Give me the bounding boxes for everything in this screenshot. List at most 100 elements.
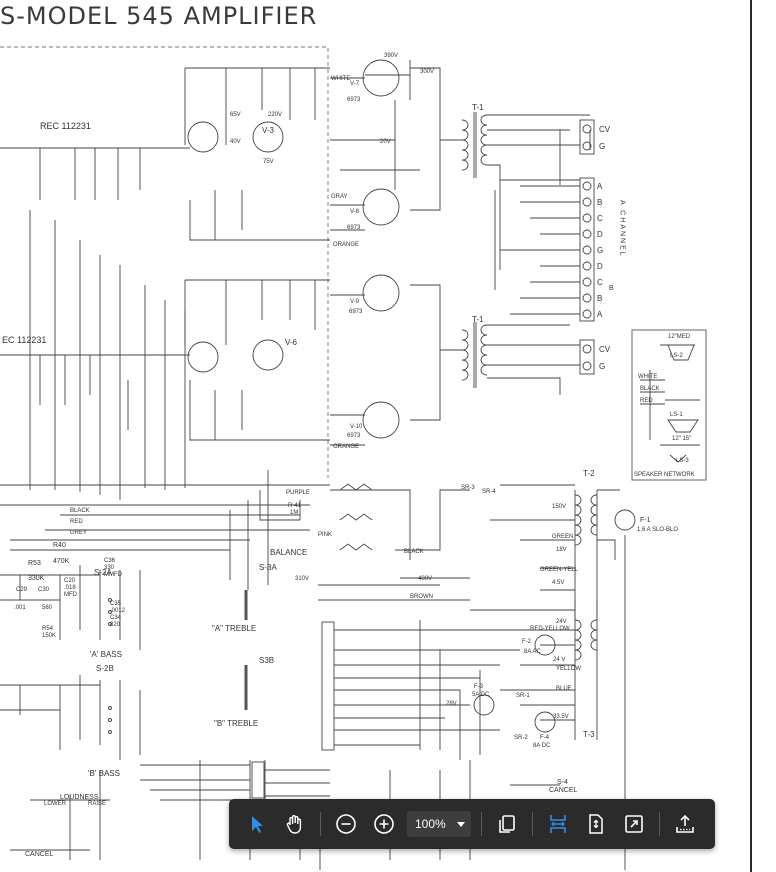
- transformer-t3: T-3: [583, 730, 595, 739]
- channel-a-label: A CHANNEL: [619, 200, 626, 258]
- bass-150k-a: 150K: [42, 633, 56, 639]
- tube-type-2: 6973: [347, 225, 361, 231]
- fuse-f4-label: F-4: [540, 735, 550, 741]
- fit-page-icon: [589, 814, 603, 834]
- bass-r54-a: R54: [42, 626, 54, 632]
- wire-pink: PINK: [318, 532, 332, 538]
- zoom-level-dropdown[interactable]: 100%: [407, 811, 471, 837]
- sr1-label: SR-1: [516, 693, 530, 699]
- s2b-label: S-2B: [96, 664, 114, 673]
- voltage-20-top: 20V: [380, 139, 391, 145]
- document-title: S-MODEL 545 AMPLIFIER: [0, 2, 318, 30]
- voltage-150: 150V: [552, 504, 566, 510]
- voltage-4-5: 4.5V: [552, 580, 564, 586]
- wire-purple: PURPLE: [286, 490, 310, 496]
- viewer-margin: [752, 0, 776, 872]
- bass-560-a: 560: [42, 605, 53, 611]
- schematic-page: S-MODEL 545 AMPLIFIER: [0, 2, 707, 870]
- voltage-300-top: 300V: [420, 69, 434, 75]
- bass-470k-a: 470K: [53, 558, 70, 565]
- bass-c35-a: C35: [110, 601, 122, 607]
- tube-v6: V-6: [285, 338, 298, 347]
- speaker-network-label: SPEAKER NETWORK: [634, 472, 695, 478]
- transformer-t1-mid: T-1: [472, 315, 484, 324]
- fuse-f2-value: 8A AC: [524, 649, 541, 655]
- toolbar-separator: [532, 812, 533, 836]
- fuse-f4-value: 8A DC: [533, 743, 551, 749]
- speaker-white-label: WHITE: [638, 374, 657, 380]
- bass-c29-a: C29: [16, 587, 28, 593]
- bass-r40-a: R40: [53, 542, 66, 549]
- b-bass-label: 'B' BASS: [88, 769, 120, 778]
- tube-type-4: 6973: [347, 433, 361, 439]
- loudness-label: LOUDNESS: [60, 794, 99, 801]
- rec-label-top: REC 112231: [40, 121, 91, 131]
- zoom-in-icon: [374, 814, 394, 834]
- fit-page-button[interactable]: [580, 808, 612, 840]
- voltage-24: 24V: [556, 619, 567, 625]
- hand-tool-button[interactable]: [279, 808, 311, 840]
- wire-orange-mid: ORANGE: [333, 444, 359, 450]
- bass-mfd-a: MFD: [64, 592, 78, 598]
- fullscreen-button[interactable]: [618, 808, 650, 840]
- s3b-label: S3B: [259, 656, 274, 665]
- page-view-button[interactable]: [491, 808, 523, 840]
- speaker-ls2-label: LS-2: [670, 353, 683, 359]
- bass-018-a: .018: [64, 585, 76, 591]
- fuse-f1-value: 1.6 A SLO-BLO: [637, 527, 678, 533]
- terminal-ch-6: C: [597, 278, 603, 287]
- select-tool-button[interactable]: [241, 808, 273, 840]
- viewer-toolbar: 100%: [229, 799, 715, 849]
- terminal-ch-1: B: [597, 198, 602, 207]
- wire-green-yell: GREEN-YELL: [540, 567, 579, 573]
- voltage-24-b: 24 V: [553, 657, 565, 663]
- hand-icon: [286, 815, 302, 834]
- terminal-ch-4: G: [597, 246, 603, 255]
- zoom-in-button[interactable]: [368, 808, 400, 840]
- wire-blue: BLUE: [556, 686, 572, 692]
- a-bass-label: 'A' BASS: [90, 650, 122, 659]
- wire-red: RED: [70, 519, 83, 525]
- bass-c36-a: C36: [104, 558, 116, 564]
- lower-label: LOWER: [44, 801, 67, 807]
- wire-red-yellow: RED-YELLOW: [530, 626, 570, 632]
- voltage-75-top: 75V: [263, 159, 274, 165]
- terminal-g-top: G: [599, 142, 605, 151]
- sr3-label: SR-3: [461, 485, 475, 491]
- zoom-out-button[interactable]: [330, 808, 362, 840]
- bass-0012-a: .0012: [110, 608, 126, 614]
- transformer-t1-top: T-1: [472, 103, 484, 112]
- fuse-f3-value: 5A DC: [472, 692, 490, 698]
- bass-330-a: 330: [104, 565, 115, 571]
- sr4-label: SR-4: [482, 489, 496, 495]
- fit-width-button[interactable]: [542, 808, 574, 840]
- wire-black-2: BLACK: [404, 549, 424, 555]
- bass-c30-a: C30: [38, 587, 50, 593]
- export-icon: [676, 814, 694, 833]
- cancel-label: CANCEL: [25, 851, 54, 858]
- transformer-t2: T-2: [583, 469, 595, 478]
- terminal-ch-3: D: [597, 230, 603, 239]
- wire-orange-top: ORANGE: [333, 242, 359, 248]
- export-button[interactable]: [669, 808, 701, 840]
- voltage-33-5: 33.5V: [553, 714, 569, 720]
- tube-v3: V-3: [262, 126, 275, 135]
- r41-label: R-41: [288, 503, 302, 509]
- voltage-310: 310V: [295, 576, 309, 582]
- voltage-220-top: 220V: [268, 112, 282, 118]
- sr2-label: SR-2: [514, 735, 528, 741]
- page-edge: [750, 0, 752, 872]
- b-treble-label: "B" TREBLE: [214, 719, 258, 728]
- s2a-label: S-2A: [94, 568, 112, 577]
- bass-001-a: .001: [14, 605, 26, 611]
- wire-black: BLACK: [70, 508, 90, 514]
- wire-gray: GRAY: [331, 194, 348, 200]
- fuse-f3-label: F-3: [474, 684, 484, 690]
- bass-c20-a: C20: [64, 578, 76, 584]
- wire-yellow: YELLOW: [556, 666, 581, 672]
- wire-brown: BROWN: [410, 594, 433, 600]
- rec-label-mid: EC 112231: [2, 335, 46, 345]
- speaker-woofer-label: 12" 15": [672, 436, 691, 442]
- wire-white: WHITE: [331, 76, 350, 82]
